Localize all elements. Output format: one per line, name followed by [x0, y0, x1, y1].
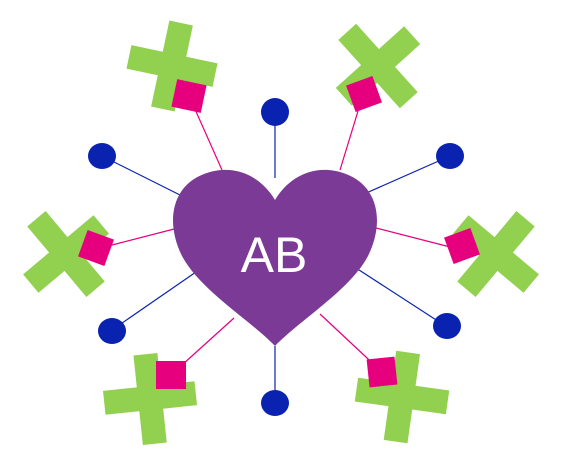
antigen-mid-right [444, 211, 539, 297]
cross-icon [453, 211, 539, 297]
antigen-connector [107, 227, 179, 247]
antigen-square [444, 228, 480, 264]
dot-icon [261, 390, 289, 416]
antigen-square [78, 230, 114, 266]
antigen-bottom-left [102, 352, 198, 446]
antigen-top-left [126, 20, 218, 113]
antibody-connector [111, 271, 197, 331]
antigen-square [366, 356, 398, 388]
antigen-square [346, 76, 382, 112]
antigen-square [171, 79, 207, 113]
cross-icon [126, 20, 218, 112]
antibody-connector [101, 155, 183, 197]
heart-icon [173, 169, 377, 346]
antigen-bottom-right [354, 350, 450, 444]
cross-icon [354, 350, 450, 444]
antigen-square [156, 361, 186, 389]
dot-icon [436, 143, 464, 169]
antigen-connector [375, 227, 455, 249]
dot-icon [98, 318, 126, 344]
dot-icon [88, 143, 116, 169]
dot-icon [261, 98, 289, 126]
antigen-top-right [335, 23, 421, 112]
heart-label: AB [241, 227, 308, 283]
antibody-connector [355, 267, 448, 328]
cross-icon [335, 23, 421, 109]
dot-icon [433, 313, 461, 339]
cross-icon [23, 211, 109, 297]
antibody-connector [363, 155, 451, 195]
antibody-dots [88, 98, 464, 416]
antigen-mid-left [23, 211, 114, 297]
